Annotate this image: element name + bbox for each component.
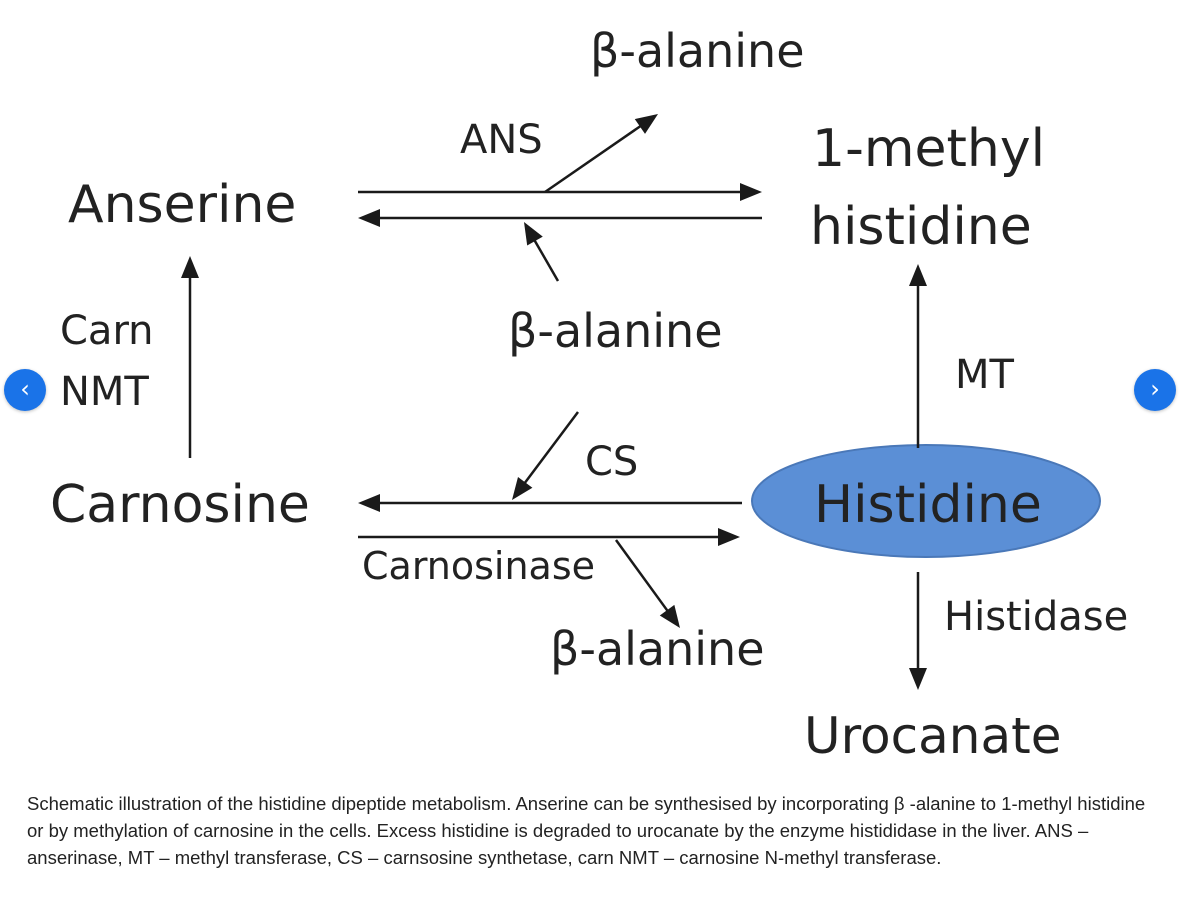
histidine-ellipse bbox=[751, 444, 1101, 558]
histidine-label: Histidine bbox=[814, 475, 1042, 535]
carn-label: Carn bbox=[60, 308, 154, 354]
diagram-canvas: Anserine 1-methyl histidine Carnosine Hi… bbox=[50, 24, 1128, 765]
cs-label: CS bbox=[585, 439, 638, 485]
arrow-beta-alanine-to-cs bbox=[523, 411, 579, 485]
arrow-methylhistidine-to-anserine-head bbox=[358, 209, 380, 227]
nmt-label: NMT bbox=[60, 369, 149, 415]
arrow-beta-alanine-into-reverse bbox=[532, 238, 560, 282]
arrow-histidine-to-carnosine-head bbox=[358, 494, 380, 512]
arrow-ans-branch-beta-alanine-head bbox=[634, 114, 658, 134]
arrow-carnosinase-branch-beta-alanine bbox=[614, 539, 670, 613]
arrow-histidine-to-methylhistidine-head bbox=[909, 264, 927, 286]
arrows-group bbox=[181, 114, 927, 690]
arrow-histidine-to-urocanate-head bbox=[909, 668, 927, 690]
carnosinase-label: Carnosinase bbox=[362, 544, 595, 588]
beta-alanine-bottom-label: β-alanine bbox=[550, 622, 765, 676]
pathway-diagram: Anserine 1-methyl histidine Carnosine Hi… bbox=[4, 24, 1176, 765]
histidase-label: Histidase bbox=[944, 594, 1128, 640]
chevron-left-icon: ‹ bbox=[20, 374, 30, 403]
arrow-anserine-to-methylhistidine-head bbox=[740, 183, 762, 201]
ans-label: ANS bbox=[460, 117, 543, 163]
next-slide-button[interactable]: › bbox=[1134, 369, 1176, 411]
previous-slide-button[interactable]: ‹ bbox=[4, 369, 46, 411]
arrow-ans-branch-beta-alanine bbox=[544, 124, 643, 194]
figure-caption: Schematic illustration of the histidine … bbox=[27, 793, 1146, 868]
methylhistidine-label-line1: 1-methyl bbox=[812, 119, 1045, 179]
anserine-label: Anserine bbox=[68, 175, 296, 235]
carnosine-label: Carnosine bbox=[50, 475, 310, 535]
arrow-carnosine-to-anserine-head bbox=[181, 256, 199, 278]
beta-alanine-mid-label: β-alanine bbox=[508, 304, 723, 358]
arrow-carnosinase-branch-beta-alanine-head bbox=[659, 604, 680, 628]
arrow-carnosine-to-histidine-head bbox=[718, 528, 740, 546]
urocanate-label: Urocanate bbox=[804, 707, 1061, 765]
methylhistidine-label-line2: histidine bbox=[810, 197, 1032, 257]
arrow-beta-alanine-to-cs-head bbox=[512, 477, 533, 500]
mt-label: MT bbox=[955, 352, 1015, 398]
chevron-right-icon: › bbox=[1150, 374, 1160, 403]
beta-alanine-top-label: β-alanine bbox=[590, 24, 805, 78]
arrow-beta-alanine-into-reverse-head bbox=[524, 222, 543, 246]
